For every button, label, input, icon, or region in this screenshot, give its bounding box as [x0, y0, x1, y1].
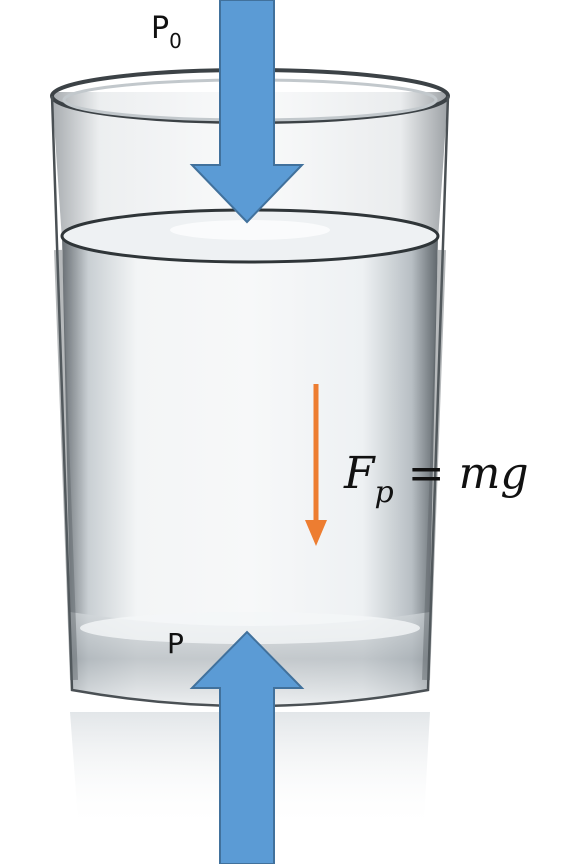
glass-left-shadow — [54, 249, 78, 681]
formula-lhs: F — [344, 448, 375, 499]
force-formula: Fp=mg — [344, 452, 529, 508]
bottom-pressure-label: P — [167, 627, 184, 660]
water-body — [62, 236, 438, 706]
water-surface-highlight — [170, 220, 330, 240]
weight-arrow-head — [305, 520, 327, 546]
formula-rhs: mg — [458, 448, 529, 499]
formula-operator: = — [407, 448, 445, 499]
formula-lhs-subscript: p — [374, 475, 394, 510]
top-pressure-symbol: P — [151, 11, 170, 46]
glass-base-inner — [80, 612, 420, 644]
bottom-pressure-arrow — [189, 630, 305, 865]
top-pressure-subscript: 0 — [169, 29, 182, 53]
weight-arrow — [305, 384, 327, 546]
glass-right-shadow — [422, 249, 446, 681]
top-pressure-label: P0 — [151, 11, 182, 52]
top-pressure-arrow — [189, 0, 305, 224]
